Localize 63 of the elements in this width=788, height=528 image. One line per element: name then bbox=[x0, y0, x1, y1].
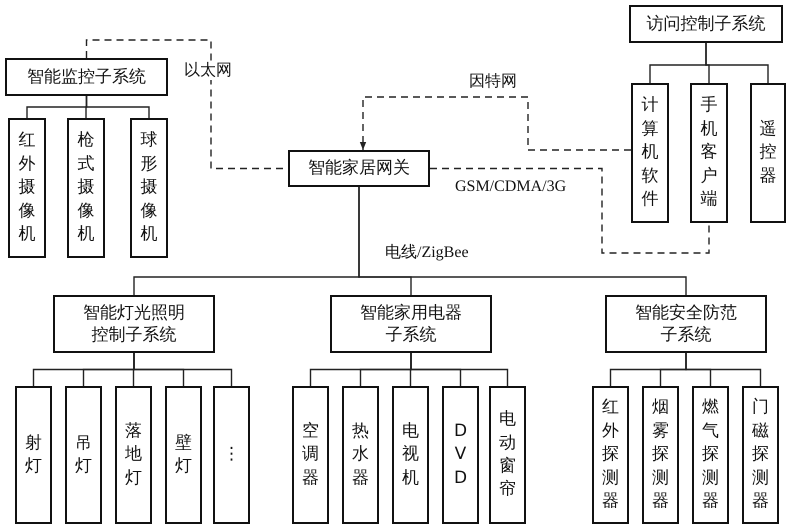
device-box bbox=[8, 118, 46, 258]
device-box bbox=[592, 386, 629, 524]
connector-line bbox=[358, 187, 687, 295]
subsystem-name: 智能监控子系统 bbox=[27, 66, 146, 88]
device-name: 枪式摄像机 bbox=[78, 129, 94, 246]
subsystem-box bbox=[5, 58, 168, 96]
dashed-connector bbox=[360, 96, 631, 151]
device-box bbox=[165, 386, 202, 524]
subsystem-box bbox=[288, 150, 430, 187]
dashed-connector bbox=[430, 168, 710, 254]
device-box bbox=[392, 386, 429, 524]
edge-label: 电线/ZigBee bbox=[384, 243, 470, 262]
device-name: 球形摄像机 bbox=[140, 129, 158, 246]
device-name: 烟雾探测器 bbox=[652, 396, 669, 514]
device-name: 热水器 bbox=[352, 420, 369, 490]
connector-line bbox=[410, 353, 508, 386]
device-name: 手机客户端 bbox=[700, 94, 718, 212]
device-box bbox=[342, 386, 379, 524]
subsystem-name: 访问控制子系统 bbox=[646, 12, 766, 36]
device-name: 门磁探测器 bbox=[752, 396, 769, 514]
subsystem-box bbox=[53, 295, 215, 353]
device-box bbox=[15, 386, 52, 524]
device-name: 电视机 bbox=[402, 420, 419, 490]
device-box bbox=[489, 386, 526, 524]
device-box bbox=[67, 118, 105, 258]
subsystem-box bbox=[330, 295, 492, 353]
subsystem-name: 智能家居网关 bbox=[308, 157, 410, 180]
device-box bbox=[292, 386, 329, 524]
device-box bbox=[750, 83, 786, 223]
device-name: 壁灯 bbox=[175, 432, 192, 478]
device-name: 吊灯 bbox=[75, 432, 92, 478]
device-name: 空调器 bbox=[302, 420, 319, 490]
device-box bbox=[642, 386, 679, 524]
device-name: DVD bbox=[452, 420, 468, 490]
device-box bbox=[213, 386, 250, 524]
device-name: 红外摄像机 bbox=[18, 129, 36, 246]
connector-line bbox=[705, 43, 769, 83]
device-name: 计算机软件 bbox=[642, 94, 658, 212]
device-box bbox=[692, 386, 729, 524]
connector-line bbox=[133, 353, 232, 386]
device-name: 射灯 bbox=[25, 432, 42, 478]
edge-label: 因特网 bbox=[468, 72, 518, 92]
device-name: 燃气探测器 bbox=[702, 396, 719, 514]
device-box bbox=[631, 83, 669, 223]
device-box bbox=[742, 386, 779, 524]
subsystem-name: 智能家用电器子系统 bbox=[359, 302, 463, 346]
device-box bbox=[130, 118, 168, 258]
subsystem-name: 智能灯光照明控制子系统 bbox=[82, 302, 186, 346]
device-name: 遥控器 bbox=[760, 118, 776, 188]
subsystem-box bbox=[605, 295, 767, 353]
connector-line bbox=[685, 353, 762, 386]
device-box bbox=[65, 386, 102, 524]
connector-line bbox=[86, 96, 150, 118]
device-name: 红外探测器 bbox=[602, 396, 619, 514]
device-name: 落地灯 bbox=[125, 420, 142, 490]
device-box bbox=[690, 83, 728, 223]
subsystem-box bbox=[629, 5, 783, 43]
edge-label: 以太网 bbox=[183, 61, 233, 80]
device-name: 电动窗帘 bbox=[499, 408, 516, 502]
subsystem-name: 智能安全防范子系统 bbox=[634, 302, 738, 346]
device-box bbox=[115, 386, 152, 524]
device-name: ⋮ bbox=[223, 443, 240, 466]
device-box bbox=[442, 386, 479, 524]
